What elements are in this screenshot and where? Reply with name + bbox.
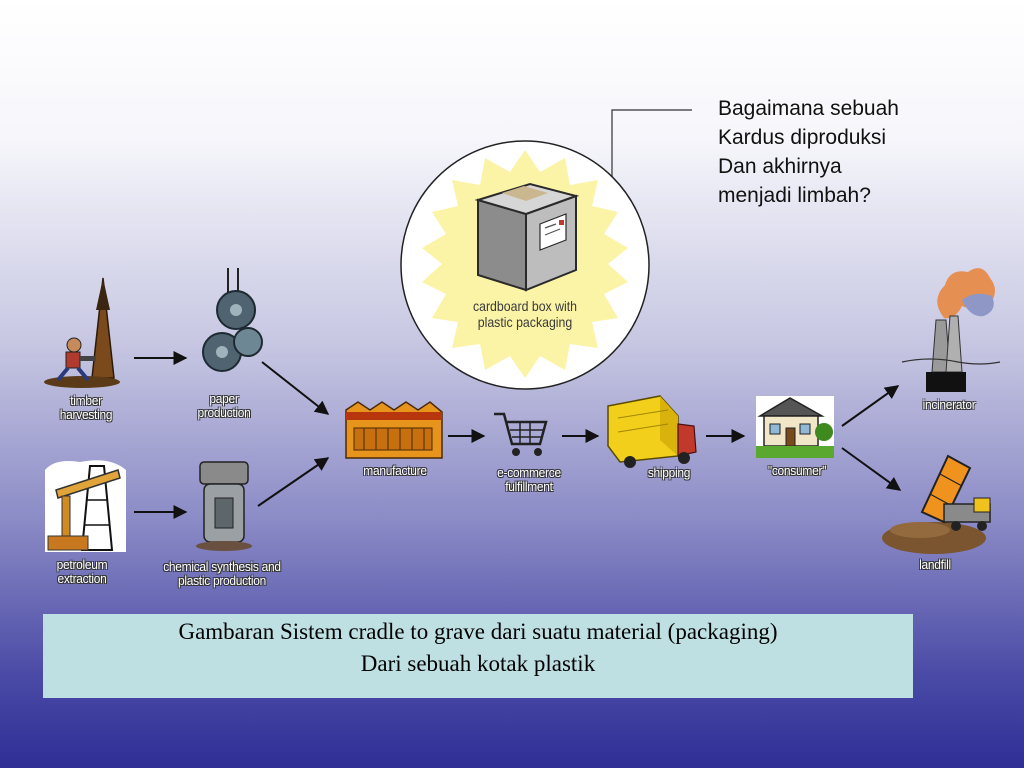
chemical-tank-icon bbox=[196, 461, 252, 551]
label-landfill: landfill bbox=[884, 558, 985, 572]
arrow-consumer-to-landfill bbox=[841, 447, 902, 491]
box-label-line: plastic packaging bbox=[477, 314, 573, 330]
label-line: e-commerce bbox=[497, 465, 561, 480]
label-line: incinerator bbox=[922, 397, 976, 412]
label-chemical-synthesis: chemical synthesis and plastic productio… bbox=[147, 560, 298, 588]
question-text: Bagaimana sebuah Kardus diproduksi Dan a… bbox=[718, 94, 978, 210]
incinerator-icon bbox=[901, 268, 1001, 392]
dump-truck-icon bbox=[882, 454, 991, 554]
oil-pump-icon bbox=[45, 460, 126, 552]
label-line: chemical synthesis and bbox=[163, 559, 281, 574]
label-petroleum-extraction: petroleum extraction bbox=[34, 558, 130, 586]
label-line: landfill bbox=[919, 557, 951, 572]
label-line: manufacture bbox=[363, 463, 427, 478]
label-line: fulfillment bbox=[505, 479, 553, 494]
question-line: Kardus diproduksi bbox=[718, 126, 887, 149]
label-line: harvesting bbox=[59, 407, 113, 422]
paper-roll-icon bbox=[202, 268, 263, 372]
label-line: paper bbox=[209, 391, 239, 406]
label-paper-production: paper production bbox=[180, 392, 268, 420]
caption-line-2: Dari sebuah kotak plastik bbox=[360, 651, 596, 676]
factory-icon bbox=[345, 401, 443, 459]
label-manufacture: manufacture bbox=[344, 464, 445, 478]
label-line: extraction bbox=[57, 571, 107, 586]
label-incinerator: incinerator bbox=[898, 398, 999, 412]
label-line: production bbox=[197, 405, 251, 420]
label-line: shipping bbox=[647, 465, 691, 480]
callout-line bbox=[611, 109, 692, 180]
label-line: plastic production bbox=[177, 573, 267, 588]
caption-line-1: Gambaran Sistem cradle to grave dari sua… bbox=[178, 619, 778, 644]
question-line: menjadi limbah? bbox=[718, 184, 871, 207]
label-shipping: shipping bbox=[618, 466, 719, 480]
timber-harvesting-icon bbox=[44, 277, 120, 388]
house-icon bbox=[756, 396, 834, 458]
delivery-truck-icon bbox=[607, 395, 697, 468]
label-line: "consumer" bbox=[767, 463, 827, 478]
label-consumer: "consumer" bbox=[746, 464, 847, 478]
label-line: timber bbox=[70, 393, 102, 408]
label-timber-harvesting: timber harvesting bbox=[42, 394, 130, 422]
label-line: petroleum bbox=[56, 557, 108, 572]
cardboard-box-icon bbox=[474, 182, 580, 292]
box-label-line: cardboard box with bbox=[472, 298, 578, 314]
question-line: Dan akhirnya bbox=[718, 155, 842, 178]
arrow-paper-to-manufacture bbox=[261, 361, 330, 415]
label-ecommerce-fulfillment: e-commerce fulfillment bbox=[478, 466, 579, 494]
arrow-chemical-to-manufacture bbox=[257, 457, 330, 507]
arrow-consumer-to-incinerator bbox=[841, 385, 900, 427]
caption-box: Gambaran Sistem cradle to grave dari sua… bbox=[43, 614, 913, 698]
shopping-cart-icon bbox=[494, 412, 548, 456]
cardboard-box-focus bbox=[400, 140, 650, 390]
question-line: Bagaimana sebuah bbox=[718, 97, 899, 120]
cardboard-box-label: cardboard box with plastic packaging bbox=[463, 298, 586, 330]
